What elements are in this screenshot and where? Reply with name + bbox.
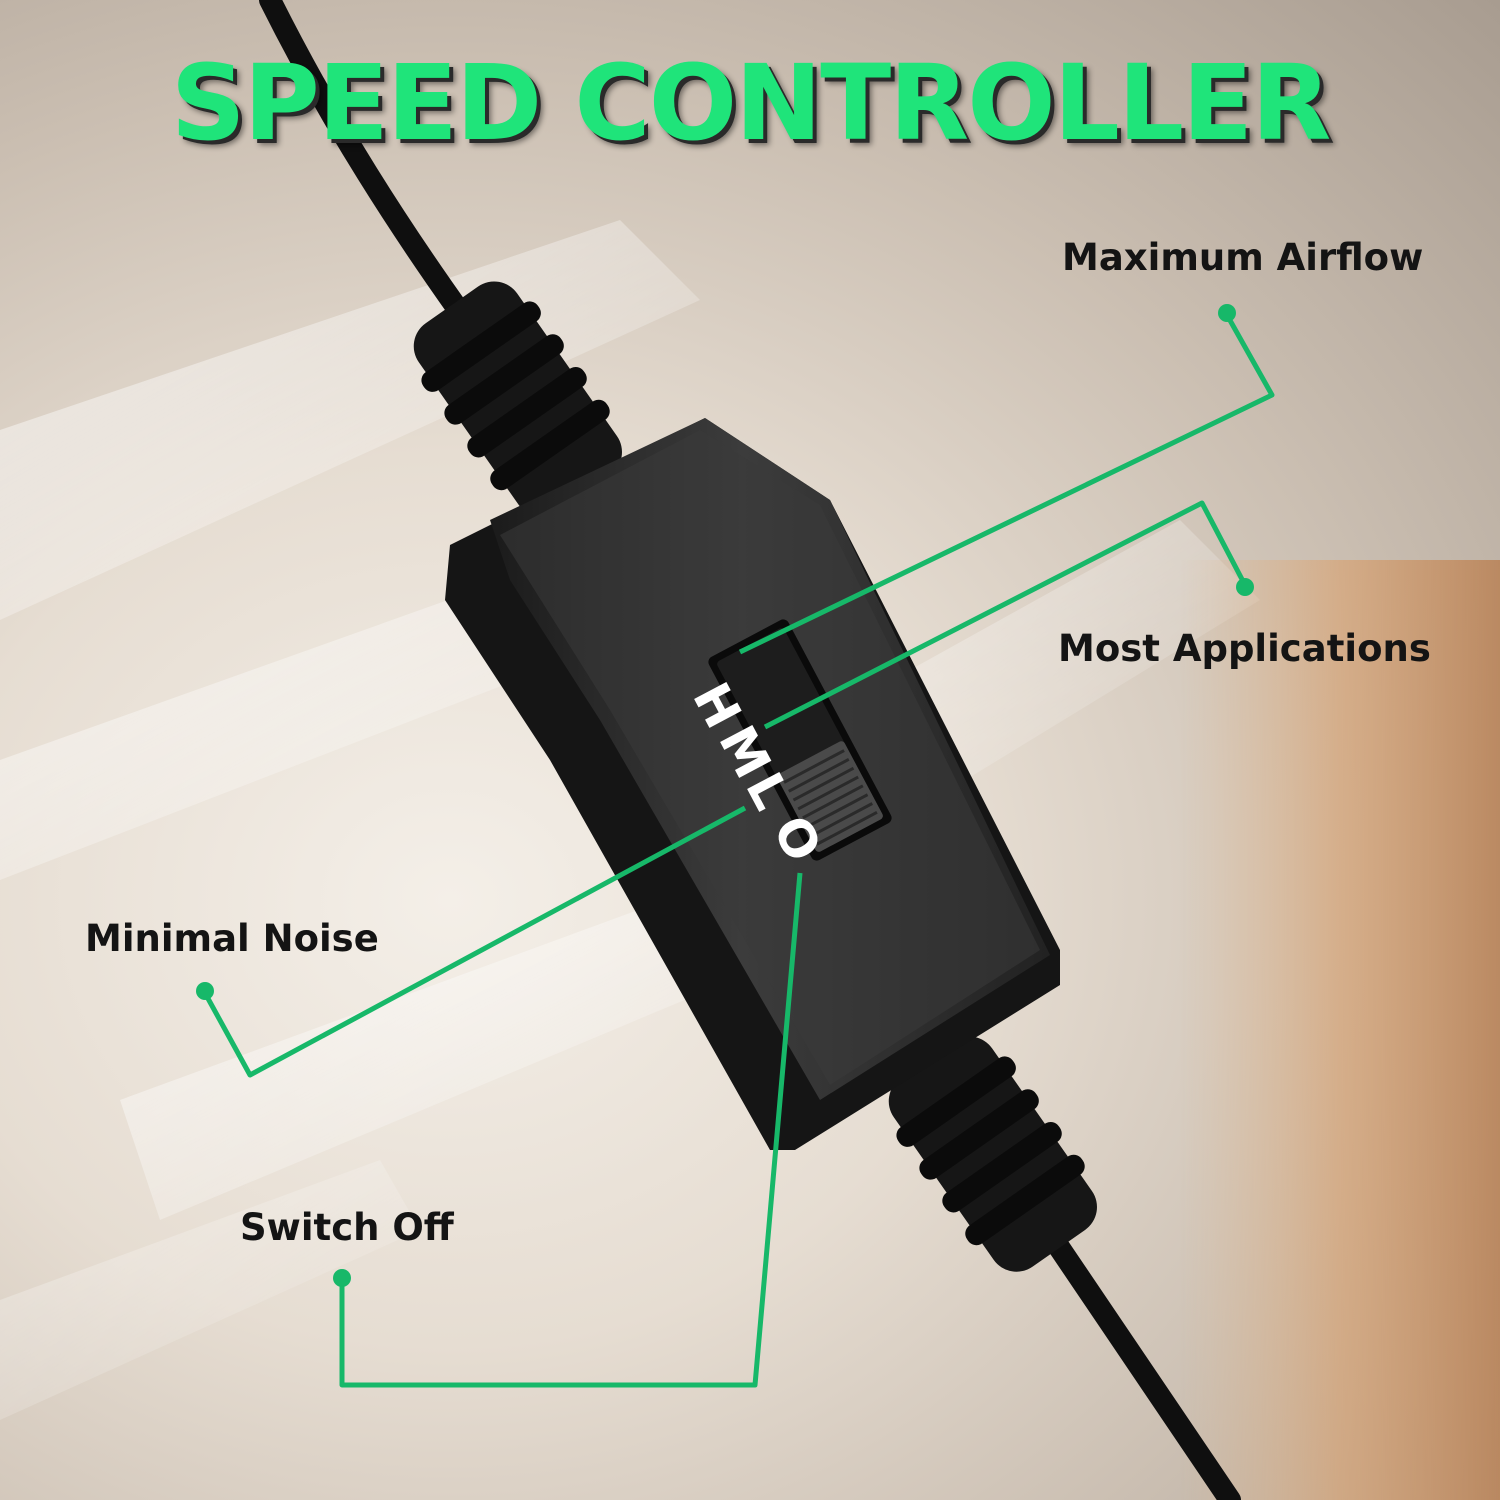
strain-relief-top <box>413 281 622 517</box>
callout-line-minimal-noise <box>202 805 747 1078</box>
callout-lines <box>202 313 1275 1388</box>
slider-switch <box>708 619 892 861</box>
curtain <box>1180 560 1500 1500</box>
label-most-applications: Most Applications <box>1058 627 1431 670</box>
callout-line-maximum-airflow <box>738 313 1275 655</box>
strain-relief-bottom <box>888 1036 1097 1272</box>
label-minimal-noise: Minimal Noise <box>85 917 379 960</box>
label-maximum-airflow: Maximum Airflow <box>1062 236 1424 279</box>
label-switch-off: Switch Off <box>240 1206 454 1249</box>
callout-dots <box>196 304 1254 1287</box>
slider-knob <box>777 741 883 852</box>
callout-line-switch-off <box>339 872 803 1388</box>
page-title: SPEED CONTROLLER <box>170 42 1332 164</box>
callout-line-most-applications <box>763 500 1248 730</box>
